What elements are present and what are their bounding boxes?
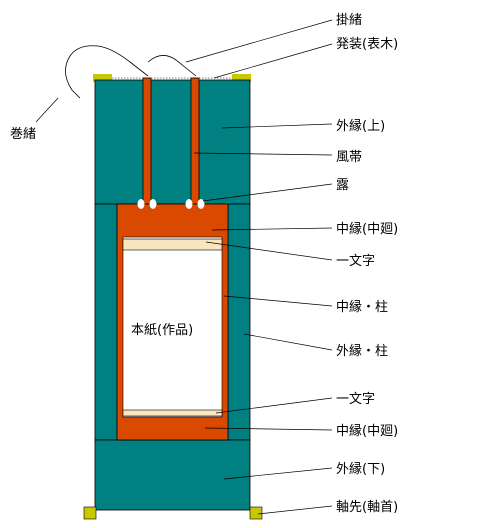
hanging-cord-tie	[147, 55, 197, 77]
label-nakaberi-lower: 中縁(中廻)	[336, 423, 398, 439]
outer-pillar-right	[227, 203, 251, 441]
label-kakeo: 掛緒	[336, 13, 362, 28]
leader-lines	[35, 19, 333, 515]
wind-band-left	[142, 77, 152, 205]
tsuyu-left-b	[149, 199, 157, 209]
label-nakaberi-upper: 中縁(中廻)	[336, 221, 398, 237]
label-uwaberi-top: 外縁(上)	[336, 118, 385, 134]
label-jikusaki: 軸先(軸首)	[336, 500, 398, 515]
tsuyu-right-b	[197, 199, 205, 209]
wind-band-right	[190, 77, 200, 205]
label-uwaberi-bottom: 外縁(下)	[336, 461, 385, 477]
label-nakaberi-pillar: 中縁・柱	[336, 299, 388, 315]
label-hassou: 発装(表木)	[336, 37, 398, 52]
roller-end-left	[83, 506, 97, 520]
label-futai: 風帯	[336, 150, 362, 165]
ichimonji-upper-strip	[122, 238, 223, 251]
label-ichimonji-lower: 一文字	[336, 392, 375, 407]
outer-pillar-left	[94, 203, 118, 441]
artwork-paper	[122, 236, 223, 418]
ichimonji-lower-strip	[122, 409, 223, 417]
label-tsuyu: 露	[336, 178, 349, 193]
tsuyu-left-a	[137, 199, 145, 209]
label-makio: 巻緒	[10, 127, 36, 142]
top-rod-end-right	[232, 74, 251, 82]
label-sotoberi-pillar: 外縁・柱	[336, 343, 388, 359]
outer-mount-bottom	[94, 439, 251, 511]
top-rod-end-left	[93, 74, 112, 82]
tsuyu-right-a	[185, 199, 193, 209]
hanging-cord	[65, 45, 149, 99]
roller-end-right	[249, 506, 263, 520]
outer-mount-top	[94, 79, 251, 205]
label-ichimonji-upper: 一文字	[336, 254, 375, 269]
label-honshi: 本紙(作品)	[131, 323, 193, 338]
